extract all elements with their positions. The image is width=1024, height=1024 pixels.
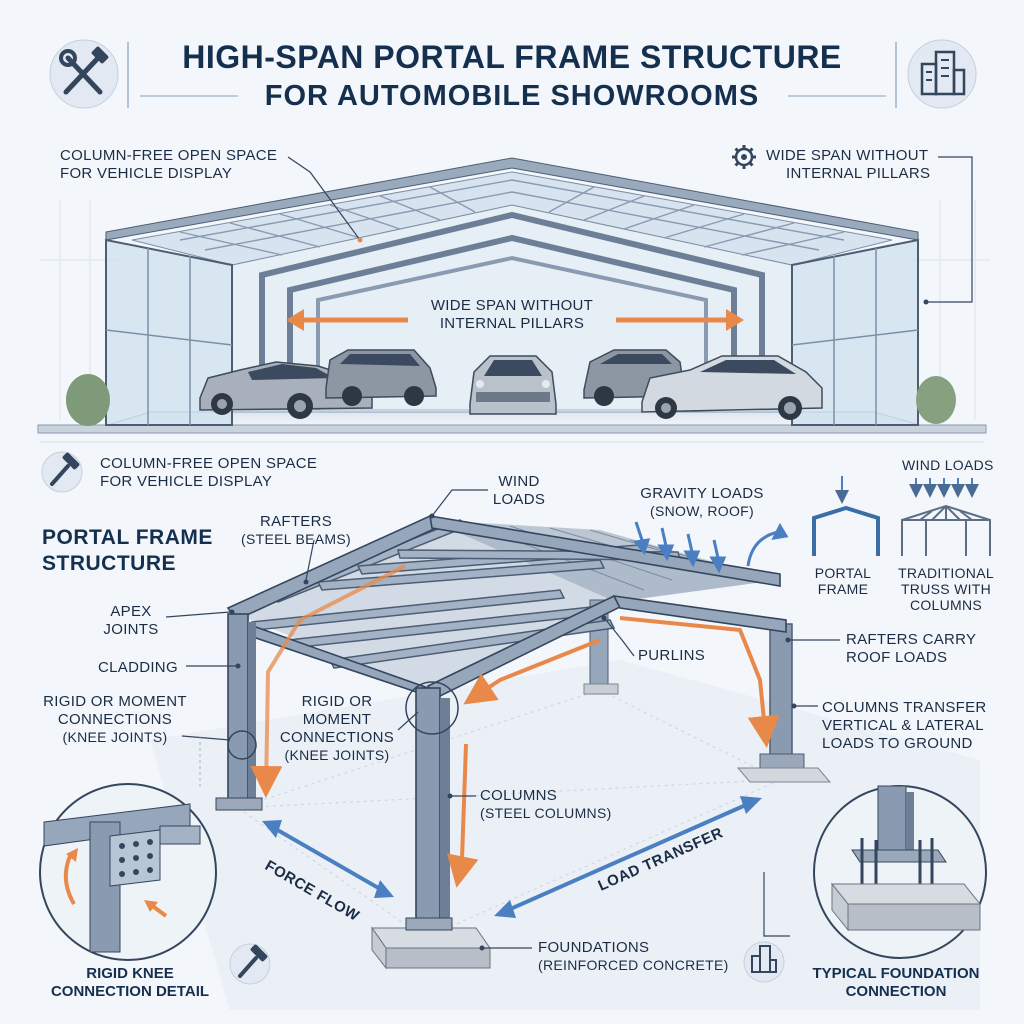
foundations-sub: (REINFORCED CONCRETE) xyxy=(538,957,729,973)
wind-line2: LOADS xyxy=(492,491,546,508)
gravity-line2: (SNOW, ROOF) xyxy=(650,503,754,519)
intro-line2: FOR VEHICLE DISPLAY xyxy=(100,473,273,490)
rigid-left-line2: CONNECTIONS xyxy=(57,711,173,728)
knee-caption-line1: RIGID KNEE xyxy=(86,965,174,982)
page-title: HIGH-SPAN PORTAL FRAME STRUCTURE xyxy=(182,39,842,75)
gravity-arrows xyxy=(633,521,789,574)
rafters xyxy=(226,514,787,701)
label-cladding: CLADDING xyxy=(98,659,178,676)
car-suv-left xyxy=(325,349,437,406)
rigid-left-line1: RIGID OR MOMENT xyxy=(43,693,187,710)
section-title-line2: STRUCTURE xyxy=(42,552,176,575)
foundations-title: FOUNDATIONS xyxy=(538,939,650,956)
rigid-mid-line2: MOMENT xyxy=(302,711,372,728)
page-subtitle: FOR AUTOMOBILE SHOWROOMS xyxy=(264,80,760,112)
apex-line1: APEX xyxy=(110,603,152,620)
rafters-carry-line2: ROOF LOADS xyxy=(846,649,948,666)
columns-transfer-line2: VERTICAL & LATERAL xyxy=(822,717,984,734)
knee-caption-line2: CONNECTION DETAIL xyxy=(50,983,210,1000)
hammer-icon-bottom xyxy=(229,943,271,985)
rafters-title: RAFTERS xyxy=(259,513,333,530)
columns-transfer-line3: LOADS TO GROUND xyxy=(822,735,973,752)
force-arrows xyxy=(262,796,762,918)
title-frame xyxy=(127,42,897,108)
rigid-mid-line3: CONNECTIONS xyxy=(279,729,395,746)
apex-line2: JOINTS xyxy=(103,621,159,638)
rafters-sub: (STEEL BEAMS) xyxy=(241,531,351,547)
portal-frame-mini xyxy=(812,476,880,556)
diagram-leaders xyxy=(165,489,840,951)
buildings-icon xyxy=(907,39,977,109)
label-wind-loads-compare: WIND LOADS xyxy=(902,457,994,473)
gravity-line1: GRAVITY LOADS xyxy=(640,485,764,502)
knee-detail-inset xyxy=(39,736,217,961)
rigid-left-line3: (KNEE JOINTS) xyxy=(62,729,168,745)
section-title-line1: PORTAL FRAME xyxy=(42,526,213,549)
callout-text: FOR VEHICLE DISPLAY xyxy=(60,165,233,182)
foundation-caption-line1: TYPICAL FOUNDATION xyxy=(812,965,980,982)
columns-transfer-line1: COLUMNS TRANSFER xyxy=(822,699,987,716)
foundation-caption-line2: CONNECTION xyxy=(845,983,947,1000)
car-center xyxy=(469,355,557,415)
rigid-mid-line4: (KNEE JOINTS) xyxy=(284,747,390,763)
front-columns xyxy=(215,613,450,925)
buildings-icon-bottom xyxy=(743,941,785,983)
rafters-carry-line1: RAFTERS CARRY xyxy=(846,631,977,648)
portal-compare-line1: PORTAL xyxy=(814,565,872,581)
foundation-detail-inset xyxy=(763,785,987,959)
traditional-line3: COLUMNS xyxy=(909,597,983,613)
car-sedan xyxy=(641,355,823,420)
foundation-block xyxy=(371,917,491,970)
traditional-truss-mini xyxy=(901,478,991,556)
columns-sub: (STEEL COLUMNS) xyxy=(480,805,612,821)
gear-icon xyxy=(732,145,756,169)
wide-span-line2: INTERNAL PILLARS xyxy=(439,315,585,332)
rigid-mid-line1: RIGID OR xyxy=(301,693,373,710)
intro-line1: COLUMN-FREE OPEN SPACE xyxy=(100,455,318,472)
wide-span-line1: WIDE SPAN WITHOUT xyxy=(430,297,594,314)
load-flow-arrows xyxy=(250,564,780,888)
hammer-wrench-icon xyxy=(49,39,119,109)
joint-markers xyxy=(227,681,459,760)
wide-span-arrow xyxy=(286,309,744,331)
callout-text: INTERNAL PILLARS xyxy=(786,165,931,182)
columns-title: COLUMNS xyxy=(480,787,558,804)
wind-line1: WIND xyxy=(498,473,540,490)
callout-text: COLUMN-FREE OPEN SPACE xyxy=(60,147,278,164)
label-purlins: PURLINS xyxy=(638,647,706,664)
hammer-icon xyxy=(41,451,83,493)
portal-compare-line2: FRAME xyxy=(817,581,869,597)
callout-text: WIDE SPAN WITHOUT xyxy=(766,147,929,164)
traditional-line1: TRADITIONAL xyxy=(898,565,994,581)
traditional-line2: TRUSS WITH xyxy=(900,581,992,597)
showroom-leaders xyxy=(287,156,973,305)
